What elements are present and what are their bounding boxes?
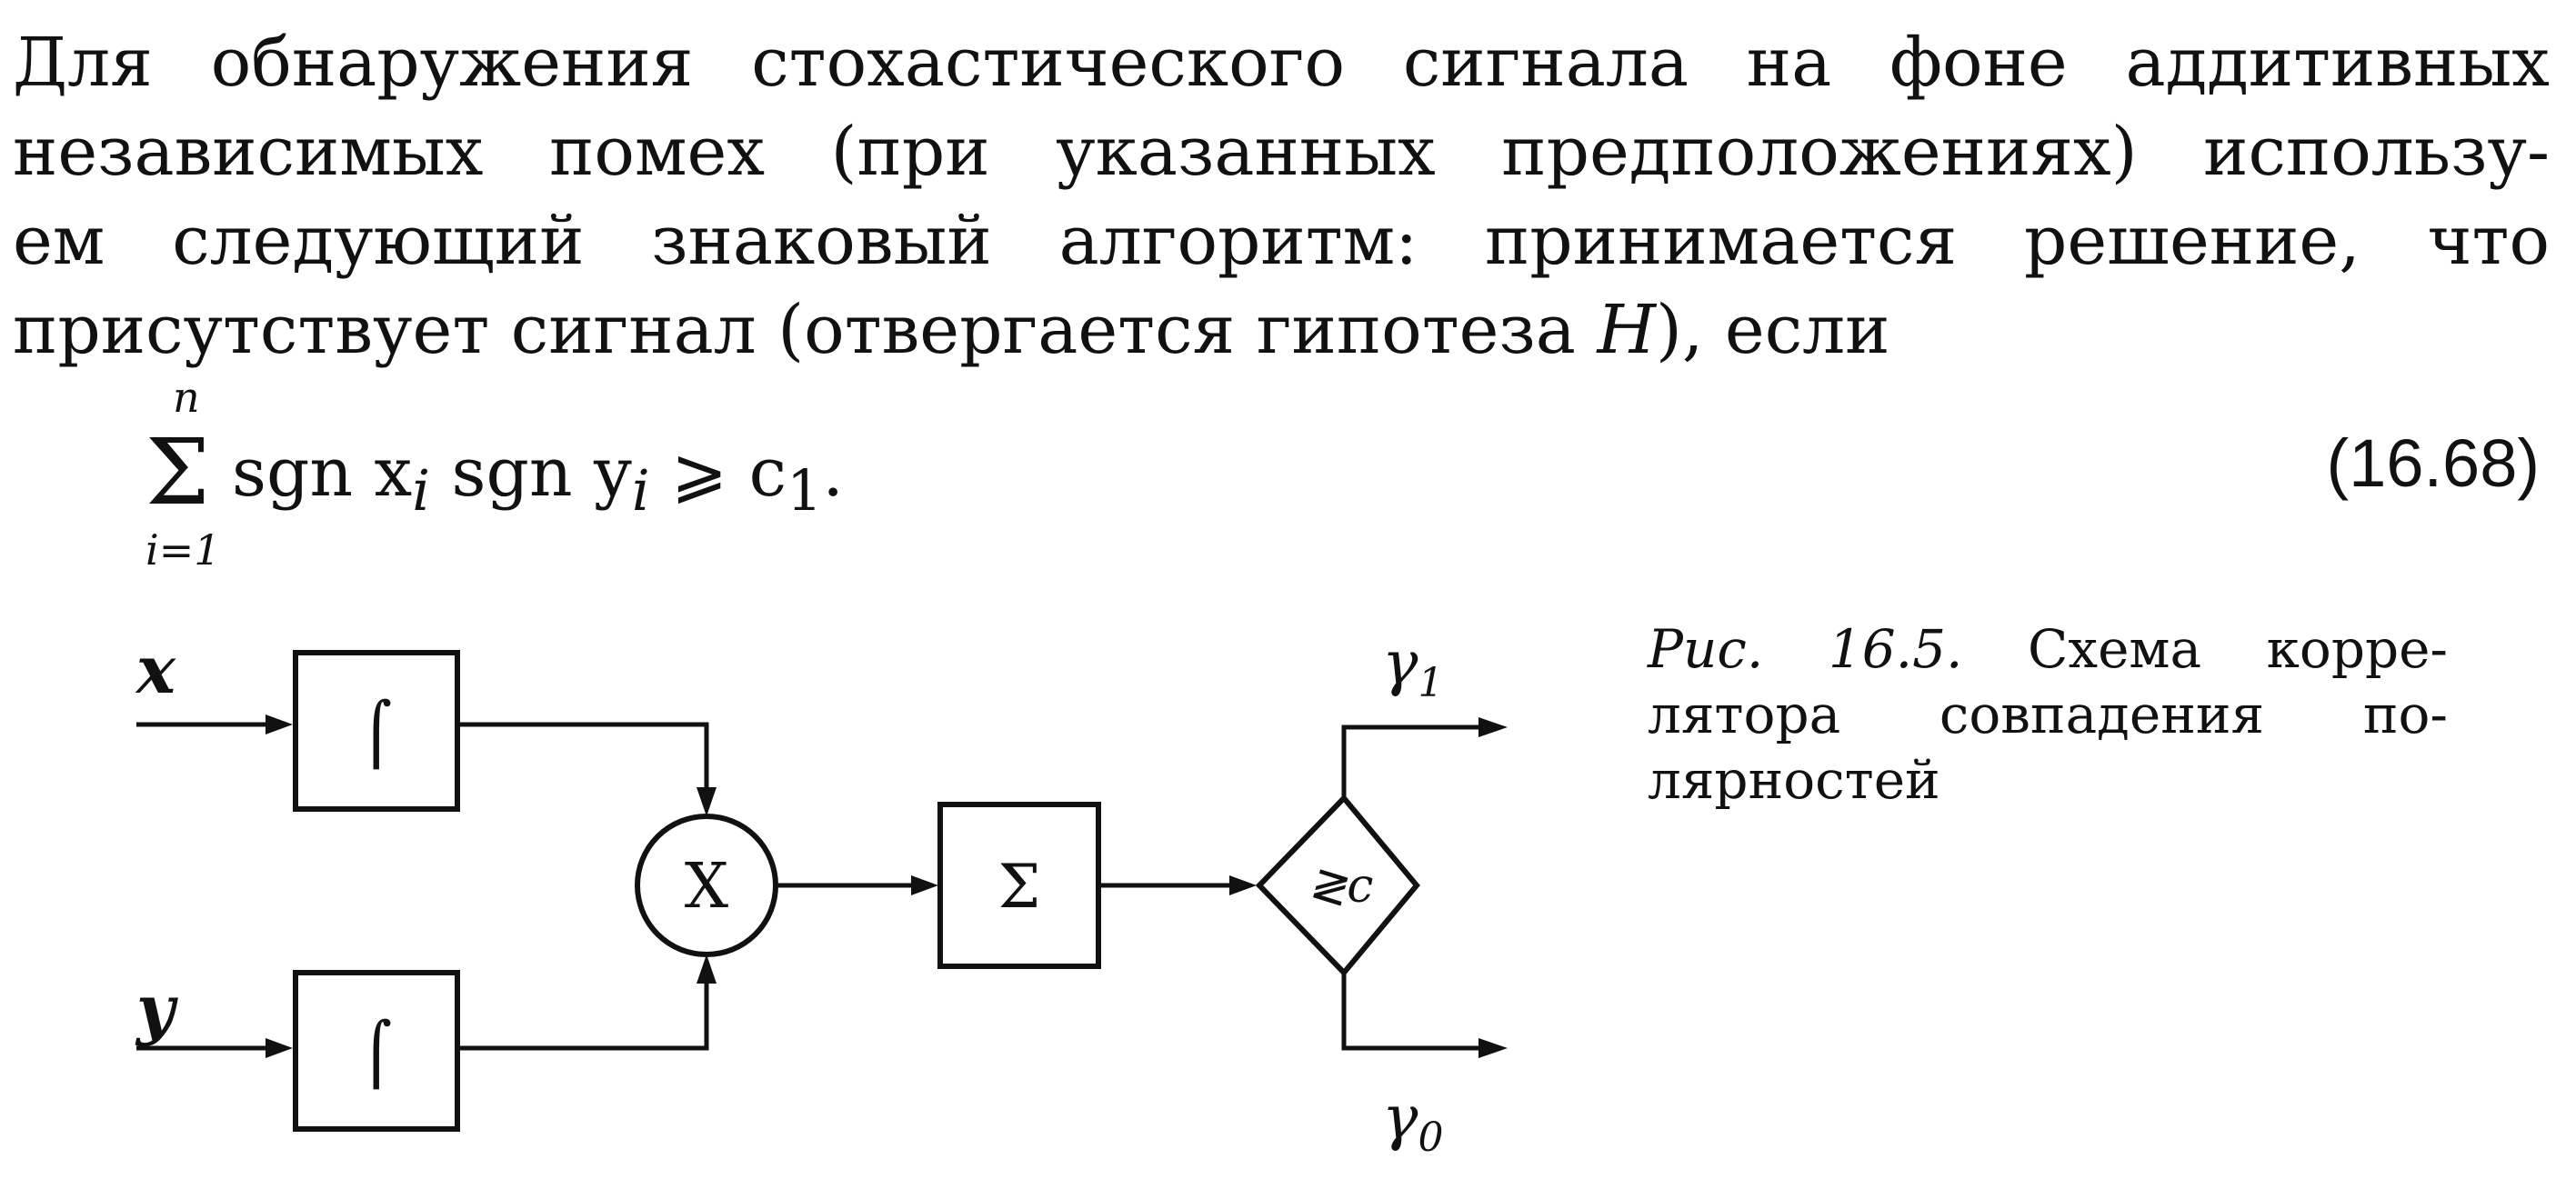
output-0-subscript: 0 (1418, 1114, 1443, 1161)
input-x-label: x (135, 631, 176, 708)
output-1-subscript: 1 (1418, 660, 1443, 706)
paragraph-line-3: ем следующий знаковый алгоритм: принимае… (13, 202, 2550, 280)
wire-y-to-multiplier (457, 980, 709, 1051)
formula-sub-i-1: i (412, 457, 430, 524)
multiplier-glyph: X (685, 851, 729, 923)
input-y-arrowhead (266, 1038, 293, 1058)
sum-symbol: Σ (145, 419, 210, 525)
caption-line-1: Рис. 16.5. Схема корре- (1648, 616, 2448, 682)
paragraph-line-2: независимых помех (при указанных предпол… (13, 113, 2550, 191)
comparator-input-arrowhead (1229, 875, 1257, 895)
formula-sub-i-2: i (631, 457, 650, 524)
paragraph-line-4-text: присутствует сигнал (отвергается гипотез… (13, 291, 1598, 369)
summer-glyph: Σ (998, 852, 1041, 922)
paragraph-line-4-end: ), если (1655, 291, 1890, 369)
sum-lower-limit: i=1 (145, 525, 221, 575)
paragraph-line-4: присутствует сигнал (отвергается гипотез… (13, 285, 2550, 375)
caption-line-3: лярностей (1648, 749, 1940, 811)
formula-sgn-x: sgn x (232, 434, 413, 512)
formula-relation: ⩾ c (649, 434, 787, 512)
figure-caption: Рис. 16.5. Схема корре- лятора совпадени… (1648, 616, 2448, 813)
output-1-symbol: γ (1382, 628, 1418, 698)
formula-end: . (822, 434, 844, 512)
formula-body: sgn xi sgn yi ⩾ c1. (232, 427, 844, 536)
formula-rhs-sub: 1 (787, 457, 823, 524)
sum-upper-limit: n (173, 373, 200, 422)
paragraph: Для обнаружения стохастического сигнала … (13, 18, 2550, 375)
multiplier-bottom-arrowhead (697, 954, 717, 984)
multiplier-top-arrowhead (697, 787, 717, 816)
wire-x-to-multiplier (457, 722, 709, 791)
output-1-arrowhead (1478, 717, 1508, 737)
output-0-arrowhead (1478, 1038, 1508, 1058)
sign-block-x (293, 650, 460, 812)
sign-block-y (293, 970, 460, 1132)
comparator-glyph: ≷c (1308, 859, 1374, 914)
caption-line-1-text: Схема корре- (2028, 618, 2449, 680)
input-y-label: y (135, 970, 178, 1047)
summer-input-arrowhead (911, 875, 938, 895)
output-0-wire (1341, 973, 1482, 1051)
output-1-label: γ1 (1382, 628, 1443, 706)
caption-line-2: лятора совпадения по- (1648, 684, 2448, 745)
sign-block-y-glyph: ⌠ (361, 1018, 392, 1090)
output-0-symbol: γ (1382, 1083, 1418, 1153)
output-1-wire (1341, 724, 1482, 798)
paragraph-line-1: Для обнаружения стохастического сигнала … (13, 24, 2550, 102)
equation-number: (16.68) (2326, 425, 2540, 501)
formula-sgn-y: sgn y (430, 434, 632, 512)
formula-16-68: n Σ i=1 sgn xi sgn yi ⩾ c1. (145, 373, 1055, 582)
sign-block-x-glyph: ⌠ (361, 698, 392, 770)
output-0-label: γ0 (1382, 1083, 1443, 1161)
caption-label: Рис. 16.5. (1648, 618, 1963, 680)
hypothesis-symbol: H (1597, 291, 1656, 369)
input-x-arrowhead (266, 714, 293, 734)
